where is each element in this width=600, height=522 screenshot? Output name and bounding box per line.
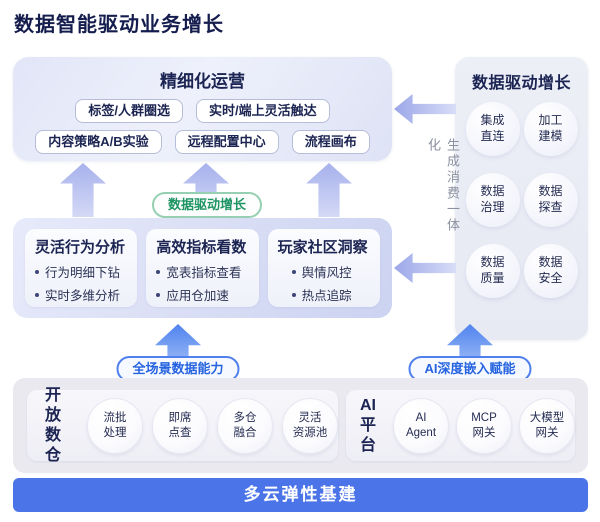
analysis-card: 灵活行为分析 行为明细下钻 实时多维分析: [25, 229, 138, 307]
ai-platform-label: AI 平台: [360, 396, 377, 454]
feature-tag: 实时/端上灵活触达: [196, 99, 330, 123]
bullet-item: 应用仓加速: [156, 285, 248, 304]
bottom-panel: 开放 数仓 流批 处理 即席 点查 多仓 融合 灵活 资源池 AI 平台 AI …: [13, 378, 588, 473]
bullet-text: 舆情风控: [301, 266, 352, 280]
feature-tag: 远程配置中心: [174, 130, 279, 154]
bullet-dot: [291, 292, 296, 297]
bullet-item: 行为明细下钻: [35, 262, 127, 281]
card-title: 玩家社区洞察: [277, 239, 368, 256]
warehouse-capability-circle: 即席 点查: [152, 397, 208, 454]
feature-tag: 标签/人群圈选: [75, 99, 183, 123]
up-arrow-icon: [306, 163, 352, 217]
ai-capability-circle: AI Agent: [393, 397, 449, 454]
card-title: 灵活行为分析: [35, 239, 126, 256]
capability-circle: 数据 质量: [465, 244, 520, 298]
bullet-item: 宽表指标查看: [156, 262, 248, 281]
bullet-item: 实时多维分析: [35, 285, 127, 304]
refined-operations-title: 精细化运营: [160, 72, 245, 91]
bullet-text: 实时多维分析: [45, 289, 121, 303]
bullet-dot: [291, 269, 296, 274]
bullet-dot: [35, 269, 39, 274]
warehouse-capability-circle: 流批 处理: [87, 397, 143, 454]
data-growth-grid: 集成 直连 加工 建模 数据 治理 数据 探查 数据 质量 数据 安全: [455, 102, 588, 298]
bullet-dot: [156, 292, 161, 297]
capability-circle: 数据 探查: [523, 173, 578, 227]
capability-circle: 集成 直连: [465, 102, 520, 156]
analysis-card: 高效指标看数 宽表指标查看 应用仓加速: [146, 229, 259, 307]
left-arrow-icon: [394, 253, 456, 283]
bullet-dot: [35, 292, 39, 297]
bullet-text: 热点追踪: [301, 289, 352, 303]
data-driven-growth-badge: 数据驱动增长: [151, 192, 263, 218]
vertical-label: 生成消费一体化: [426, 138, 460, 234]
refined-operations-box: 精细化运营 标签/人群圈选 实时/端上灵活触达 内容策略A/B实验 远程配置中心…: [13, 57, 392, 161]
bullet-item: 热点追踪: [278, 285, 370, 304]
bullet-text: 宽表指标查看: [166, 266, 242, 280]
open-warehouse-label: 开放 数仓: [45, 386, 62, 464]
bullet-item: 舆情风控: [278, 262, 370, 281]
bullet-text: 行为明细下钻: [45, 266, 121, 280]
ai-capability-circle: 大模型 网关: [519, 397, 575, 454]
ai-platform-panel: AI 平台 AI Agent MCP 网关 大模型 网关: [346, 390, 575, 461]
bullet-text: 应用仓加速: [166, 289, 229, 303]
feature-tag: 流程画布: [291, 130, 370, 154]
tag-row-2: 内容策略A/B实验 远程配置中心 流程画布: [13, 130, 392, 154]
ai-capability-circle: MCP 网关: [456, 397, 512, 454]
warehouse-capability-circle: 多仓 融合: [217, 397, 273, 454]
infra-bar: 多云弹性基建: [13, 478, 588, 512]
analysis-card: 玩家社区洞察 舆情风控 热点追踪: [267, 229, 380, 307]
capability-circle: 数据 治理: [465, 173, 520, 227]
page-title: 数据智能驱动业务增长: [14, 14, 224, 36]
capability-circle: 数据 安全: [523, 244, 578, 298]
open-warehouse-panel: 开放 数仓 流批 处理 即席 点查 多仓 融合 灵活 资源池: [27, 387, 338, 464]
feature-tag: 内容策略A/B实验: [35, 130, 162, 154]
analysis-panel: 灵活行为分析 行为明细下钻 实时多维分析 高效指标看数 宽表指标查看 应用仓加速…: [13, 218, 392, 318]
data-growth-title: 数据驱动增长: [471, 75, 571, 92]
tag-row-1: 标签/人群圈选 实时/端上灵活触达: [13, 99, 392, 123]
bullet-dot: [156, 269, 161, 274]
capability-circle: 加工 建模: [523, 102, 578, 156]
data-growth-box: 数据驱动增长 集成 直连 加工 建模 数据 治理 数据 探查 数据 质量 数据 …: [455, 57, 588, 340]
left-arrow-icon: [394, 94, 456, 124]
card-title: 高效指标看数: [156, 239, 247, 256]
warehouse-capability-circle: 灵活 资源池: [282, 397, 338, 454]
up-arrow-icon: [60, 163, 106, 217]
